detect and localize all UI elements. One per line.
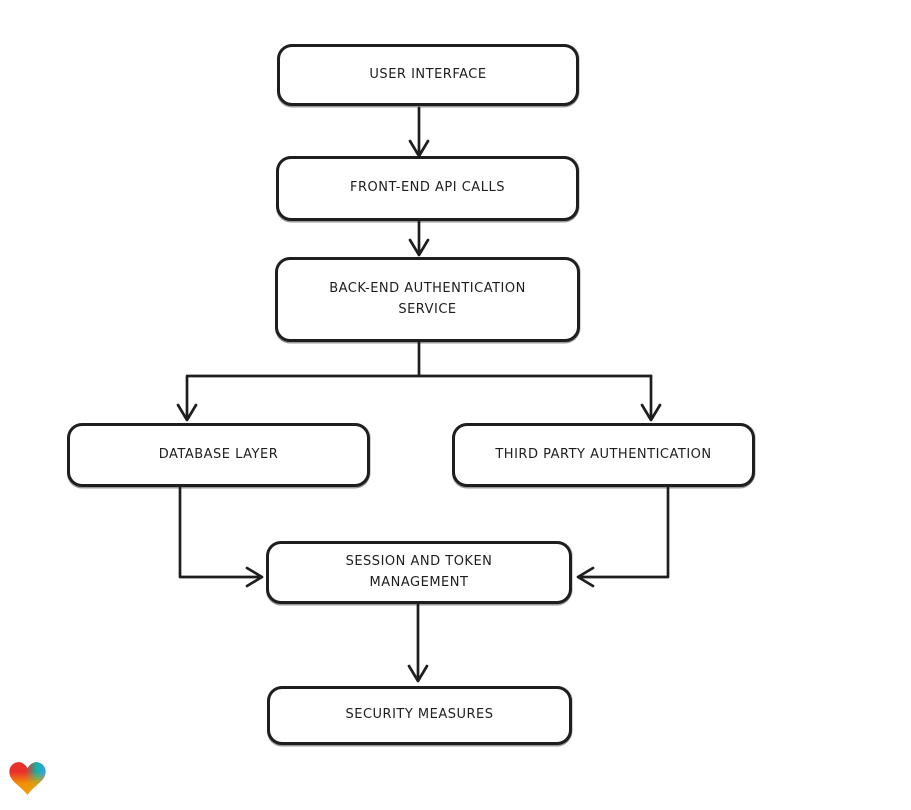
node-database-layer[interactable]: DATABASE LAYER <box>67 423 370 487</box>
node-session-and-token-management-label: SESSION AND TOKEN MANAGEMENT <box>345 554 493 590</box>
node-back-end-authentication-service-label: BACK-END AUTHENTICATION SERVICE <box>329 281 526 317</box>
node-session-and-token-management[interactable]: SESSION AND TOKEN MANAGEMENT <box>266 541 572 604</box>
heart-logo[interactable] <box>9 761 46 796</box>
arrow-front-end-to-back-end[interactable] <box>408 220 430 257</box>
arrow-back-end-to-third-party[interactable] <box>640 374 662 422</box>
arrow-session-to-security[interactable] <box>407 603 429 683</box>
arrow-third-party-to-session[interactable] <box>576 486 670 588</box>
arrow-back-end-to-database-layer[interactable] <box>176 340 653 422</box>
node-database-layer-label: DATABASE LAYER <box>158 446 279 462</box>
arrow-user-interface-to-front-end[interactable] <box>408 106 430 158</box>
node-user-interface-label: USER INTERFACE <box>369 66 487 82</box>
arrow-database-to-session[interactable] <box>178 486 264 588</box>
node-user-interface[interactable]: USER INTERFACE <box>277 44 579 106</box>
node-front-end-api-calls-label: FRONT-END API CALLS <box>350 180 505 196</box>
node-back-end-authentication-service[interactable]: BACK-END AUTHENTICATION SERVICE <box>275 257 580 342</box>
node-third-party-authentication-label: THIRD PARTY AUTHENTICATION <box>495 446 712 462</box>
node-third-party-authentication[interactable]: THIRD PARTY AUTHENTICATION <box>452 423 755 487</box>
node-front-end-api-calls[interactable]: FRONT-END API CALLS <box>276 156 579 221</box>
heart-icon <box>9 762 46 795</box>
node-security-measures-label: SECURITY MEASURES <box>345 707 494 723</box>
node-security-measures[interactable]: SECURITY MEASURES <box>267 686 572 745</box>
